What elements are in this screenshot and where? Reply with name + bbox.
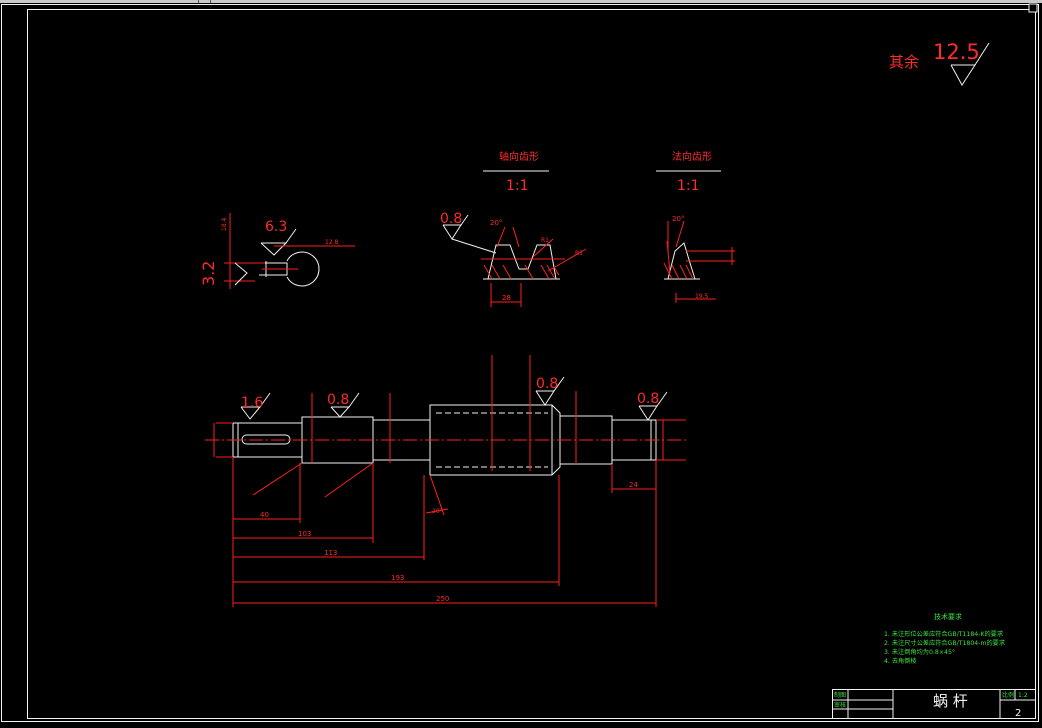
tech-req-item-1: 1. 未注形位公差应符合GB/T1184-K的要求 bbox=[884, 630, 1003, 638]
keyway-section-view: 18.4 3.2 6.3 12.8 bbox=[199, 213, 355, 289]
tech-req-title: 技术要求 bbox=[934, 612, 962, 621]
dim-length-250: 250 bbox=[436, 595, 449, 603]
dim-length-193: 193 bbox=[391, 574, 404, 582]
svg-text:18.4: 18.4 bbox=[221, 217, 228, 231]
sheet-border-outer bbox=[1, 4, 1039, 722]
cad-drawing-canvas[interactable]: 其余 12.5 轴向齿形 1:1 法向齿形 1:1 18.4 3.2 6.3 1… bbox=[0, 3, 1042, 724]
axial-tooth-profile: 0.8 20° R1 R1 28 bbox=[440, 211, 587, 307]
pitch-label: 28 bbox=[502, 294, 511, 302]
dim-length-103: 103 bbox=[298, 530, 311, 538]
application-top-strip bbox=[0, 0, 1042, 3]
worm-shaft-main-view: 1.6 0.8 0.8 0.8 20° 40 103 113 193 bbox=[205, 355, 686, 607]
scale-value: 1:2 bbox=[1018, 692, 1028, 699]
normal-profile-label: 法向齿形 bbox=[672, 150, 712, 163]
svg-text:R1: R1 bbox=[575, 250, 583, 257]
sheet-number: 2 bbox=[1015, 708, 1021, 719]
technical-requirements: 技术要求 1. 未注形位公差应符合GB/T1184-K的要求 2. 未注尺寸公差… bbox=[884, 612, 1005, 665]
tech-req-item-2: 2. 未注尺寸公差应符合GB/T1804-m的要求 bbox=[884, 639, 1005, 647]
normal-tooth-profile: 20° 19.5 bbox=[663, 215, 735, 303]
general-finish-value: 12.5 bbox=[933, 40, 980, 64]
axial-profile-scale: 1:1 bbox=[506, 178, 529, 194]
axial-angle-label: 20° bbox=[490, 219, 502, 227]
roughness-shaft-end: 1.6 bbox=[241, 395, 263, 411]
general-finish-label: 其余 bbox=[889, 53, 919, 71]
roughness-keyway-side: 3.2 bbox=[199, 261, 218, 286]
corner-mark bbox=[1028, 3, 1038, 13]
svg-text:20°: 20° bbox=[432, 508, 443, 515]
part-name: 蜗 杆 bbox=[933, 692, 968, 710]
svg-text:12.8: 12.8 bbox=[325, 239, 339, 246]
dim-length-40: 40 bbox=[260, 511, 269, 519]
drawing-svg: 其余 12.5 轴向齿形 1:1 法向齿形 1:1 18.4 3.2 6.3 1… bbox=[1, 3, 1039, 722]
normal-profile-title: 法向齿形 1:1 bbox=[656, 150, 721, 194]
dim-length-24: 24 bbox=[629, 481, 638, 489]
drawn-by-label: 制图 bbox=[834, 691, 846, 699]
dim-length-113: 113 bbox=[324, 549, 337, 557]
title-block: 制图 审核 蜗 杆 比例 1:2 2 bbox=[832, 689, 1036, 719]
normal-angle-label: 20° bbox=[672, 215, 684, 223]
sheet-border-inner bbox=[27, 9, 1036, 719]
normal-profile-scale: 1:1 bbox=[677, 178, 700, 194]
roughness-tooth-flank: 0.8 bbox=[440, 211, 462, 227]
checked-by-label: 审核 bbox=[834, 701, 846, 709]
svg-text:R1: R1 bbox=[541, 237, 549, 244]
tech-req-item-3: 3. 未注倒角均为0.8×45° bbox=[884, 648, 955, 656]
scale-label: 比例 bbox=[1002, 691, 1014, 699]
roughness-journal-right: 0.8 bbox=[637, 391, 659, 407]
tech-req-item-4: 4. 去角倒棱 bbox=[884, 657, 917, 665]
roughness-journal-left: 0.8 bbox=[327, 392, 349, 408]
general-roughness: 其余 12.5 bbox=[889, 40, 990, 86]
svg-text:19.5: 19.5 bbox=[695, 293, 709, 300]
axial-profile-title: 轴向齿形 1:1 bbox=[483, 150, 549, 194]
roughness-keyway-top: 6.3 bbox=[265, 219, 287, 235]
roughness-worm-body: 0.8 bbox=[536, 376, 558, 392]
axial-profile-label: 轴向齿形 bbox=[499, 150, 539, 163]
